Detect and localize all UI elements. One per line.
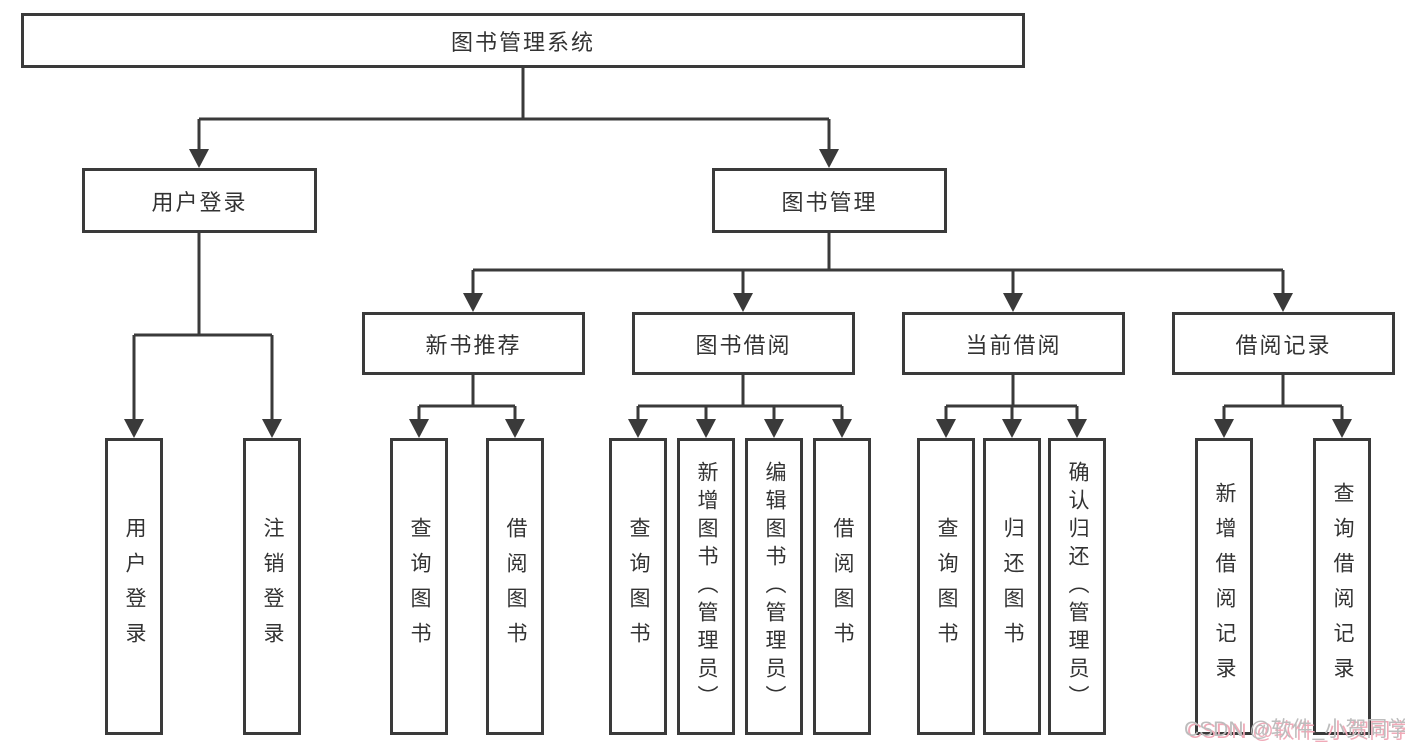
node-borrowing-records: 借阅记录: [1172, 312, 1395, 375]
leaf-edit-books-admin: 编辑图书（管理员）: [745, 438, 803, 735]
arrow-down-icons: [124, 149, 1352, 438]
connector-paths: [132, 68, 1344, 421]
leaf-query-books-borrow: 查询图书: [609, 438, 667, 735]
csdn-watermark: CSDN @软件_小贺同学: [1184, 718, 1405, 741]
leaf-borrow-books-recommend: 借阅图书: [486, 438, 544, 735]
leaf-query-books-current: 查询图书: [917, 438, 975, 735]
leaf-user-login: 用户登录: [105, 438, 163, 735]
node-library-management-system: 图书管理系统: [21, 13, 1025, 68]
leaf-borrow-books: 借阅图书: [813, 438, 871, 735]
node-book-borrowing: 图书借阅: [632, 312, 855, 375]
leaf-add-borrow-record: 新增借阅记录: [1195, 438, 1253, 735]
leaf-logout: 注销登录: [243, 438, 301, 735]
node-current-borrowing: 当前借阅: [902, 312, 1125, 375]
node-book-management: 图书管理: [712, 168, 947, 233]
node-new-book-recommendation: 新书推荐: [362, 312, 585, 375]
leaf-confirm-return-admin: 确认归还（管理员）: [1048, 438, 1106, 735]
leaf-query-books-recommend: 查询图书: [390, 438, 448, 735]
node-user-login: 用户登录: [82, 168, 317, 233]
leaf-query-borrow-record: 查询借阅记录: [1313, 438, 1371, 735]
leaf-add-books-admin: 新增图书（管理员）: [677, 438, 735, 735]
leaf-return-books: 归还图书: [983, 438, 1041, 735]
